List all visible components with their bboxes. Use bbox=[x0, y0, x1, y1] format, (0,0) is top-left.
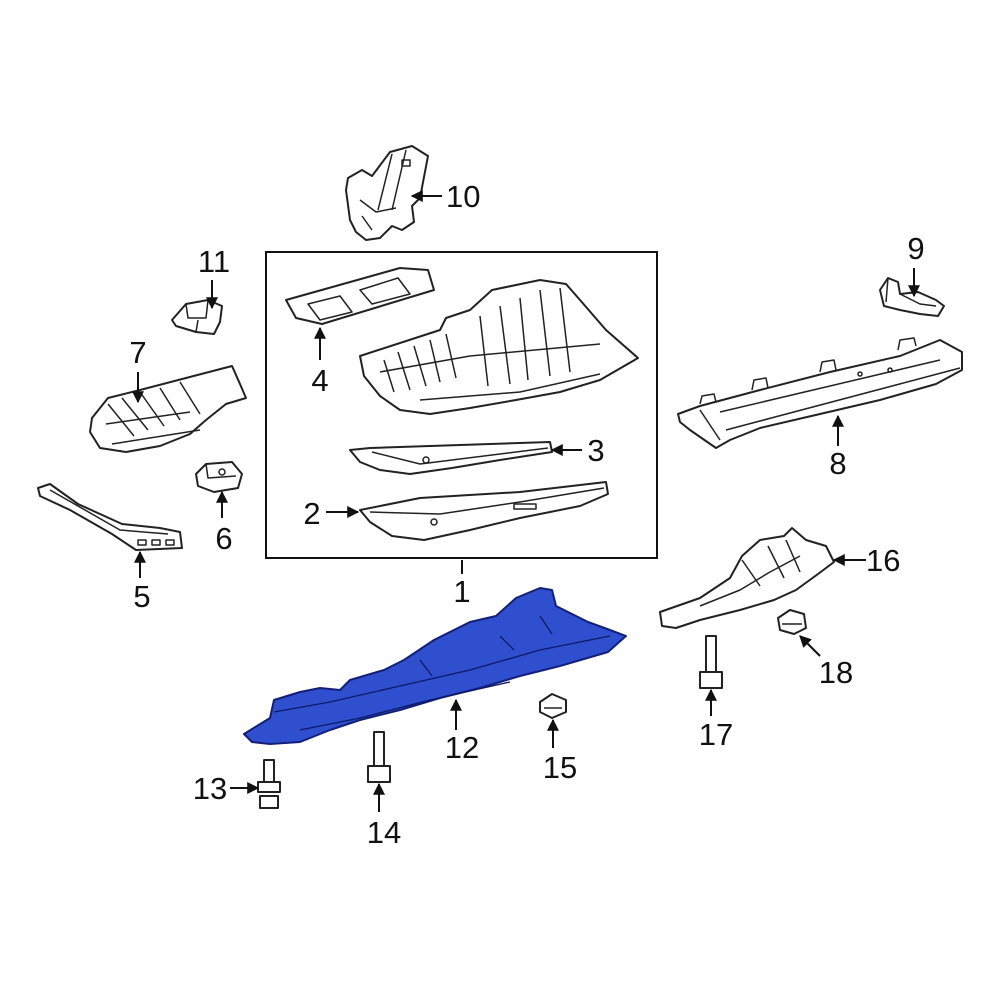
part-10-bracket[interactable] bbox=[345, 145, 429, 241]
part-18-nut[interactable] bbox=[777, 609, 807, 635]
callout-16: 16 bbox=[866, 543, 900, 578]
part-4-panel[interactable] bbox=[285, 267, 435, 325]
callout-7: 7 bbox=[129, 335, 146, 370]
part-8-side-rail[interactable] bbox=[677, 337, 963, 449]
callout-4: 4 bbox=[311, 363, 328, 398]
callout-18: 18 bbox=[819, 655, 853, 690]
part-14-bolt[interactable] bbox=[367, 731, 391, 783]
callout-1: 1 bbox=[453, 574, 470, 609]
part-13-bolt[interactable] bbox=[257, 759, 281, 809]
callout-14: 14 bbox=[367, 815, 401, 850]
part-7-panel[interactable] bbox=[89, 365, 247, 453]
part-6-bracket[interactable] bbox=[195, 461, 243, 493]
part-17-bolt[interactable] bbox=[699, 635, 723, 689]
part-5-rail[interactable] bbox=[37, 483, 183, 551]
part-16-bracket[interactable] bbox=[659, 527, 835, 629]
callout-3: 3 bbox=[587, 433, 604, 468]
callout-15: 15 bbox=[543, 750, 577, 785]
callout-6: 6 bbox=[215, 521, 232, 556]
callout-2: 2 bbox=[303, 496, 320, 531]
callout-12: 12 bbox=[445, 730, 479, 765]
callout-labels: 1 2 3 4 5 6 7 8 9 10 11 12 13 14 15 16 1… bbox=[129, 179, 924, 850]
part-15-nut[interactable] bbox=[539, 693, 567, 719]
part-1-floor-pan[interactable] bbox=[359, 279, 639, 415]
part-2-crossmember[interactable] bbox=[359, 481, 609, 541]
part-1-group-frame bbox=[265, 251, 658, 559]
callout-9: 9 bbox=[907, 231, 924, 266]
callout-13: 13 bbox=[193, 771, 227, 806]
part-12-floor-undercover[interactable] bbox=[243, 587, 627, 745]
leader-lines bbox=[132, 190, 920, 812]
part-9-bracket[interactable] bbox=[879, 277, 945, 317]
callout-5: 5 bbox=[133, 579, 150, 614]
callout-11: 11 bbox=[198, 244, 230, 279]
callout-10: 10 bbox=[446, 179, 480, 214]
callout-8: 8 bbox=[829, 446, 846, 481]
callout-17: 17 bbox=[699, 717, 733, 752]
part-3-crossmember[interactable] bbox=[349, 441, 553, 475]
part-11-bracket[interactable] bbox=[171, 299, 223, 335]
